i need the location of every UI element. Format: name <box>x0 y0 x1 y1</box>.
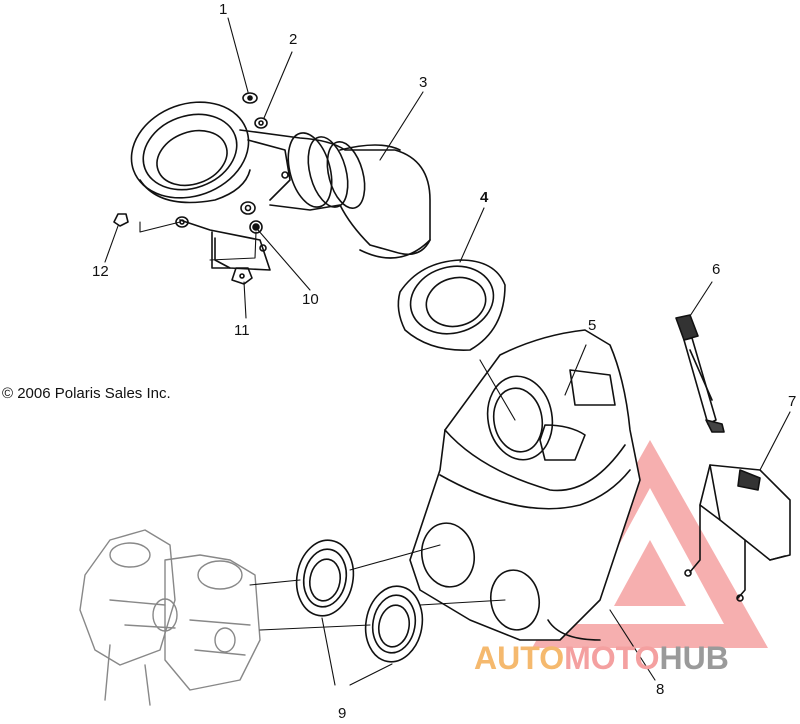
callout-4: 4 <box>480 189 489 206</box>
watermark-auto: AUTO <box>474 640 565 676</box>
airbox-part-5 <box>409 329 641 641</box>
callout-9: 9 <box>338 705 347 722</box>
watermark-hub: HUB <box>659 640 729 676</box>
bracket-part-7 <box>684 464 791 602</box>
fasteners <box>113 92 289 285</box>
seal-ring-part-4 <box>397 259 506 351</box>
gaskets-part-9 <box>295 539 424 663</box>
callout-5: 5 <box>588 317 597 334</box>
callout-3: 3 <box>419 74 428 91</box>
leader-lines <box>104 17 791 686</box>
callout-6: 6 <box>712 261 721 278</box>
callout-8: 8 <box>656 681 665 698</box>
strap-part-6 <box>675 314 725 433</box>
watermark-logo: AUTOMOTOHUB <box>474 642 729 674</box>
callout-11: 11 <box>234 322 250 339</box>
copyright-notice: © 2006 Polaris Sales Inc. <box>2 385 171 402</box>
watermark-moto: MOTO <box>564 640 660 676</box>
callout-7: 7 <box>788 393 797 410</box>
callout-12: 12 <box>92 263 109 280</box>
carburetors <box>79 529 261 706</box>
callout-1: 1 <box>219 1 228 18</box>
intake-boot-part-3 <box>130 101 431 259</box>
callout-2: 2 <box>289 31 298 48</box>
callout-10: 10 <box>302 291 319 308</box>
